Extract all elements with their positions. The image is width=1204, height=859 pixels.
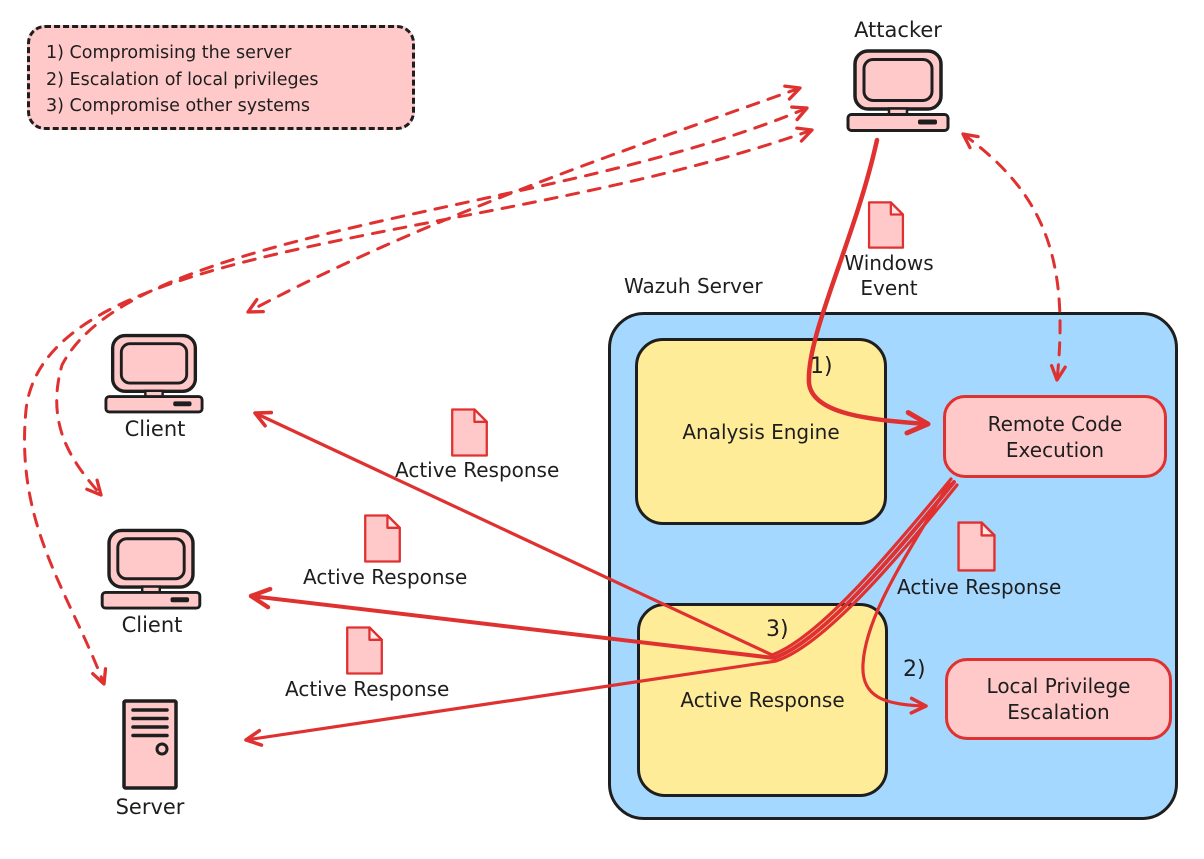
document-icon — [955, 520, 998, 577]
legend-line-3: 3) Compromise other systems — [46, 96, 311, 116]
windows-event-label: Windows Event — [844, 251, 934, 300]
document-icon — [863, 200, 909, 254]
server-tower-icon — [121, 698, 179, 791]
document-icon — [448, 407, 491, 462]
active-response-doc-label: Active Response — [395, 458, 560, 482]
analysis-engine-label: Analysis Engine — [682, 419, 840, 444]
document-icon — [343, 625, 386, 680]
server-label: Server — [115, 795, 185, 819]
client1-label: Client — [124, 417, 186, 441]
legend-line-1: 1) Compromising the server — [46, 43, 292, 63]
computer-icon — [100, 528, 202, 610]
step-1-marker: 1) — [810, 354, 833, 379]
attacker-label: Attacker — [854, 18, 942, 42]
step-2-marker: 2) — [903, 657, 926, 682]
step-3-marker: 3) — [766, 617, 789, 642]
legend-box: 1) Compromising the server 2) Escalation… — [27, 25, 415, 130]
active-response-doc-label: Active Response — [897, 575, 1062, 599]
local-privilege-escalation-box: Local Privilege Escalation — [945, 658, 1172, 740]
client2-label: Client — [121, 613, 183, 637]
local-privilege-escalation-label: Local Privilege Escalation — [986, 674, 1131, 724]
document-icon — [361, 513, 404, 568]
remote-code-execution-label: Remote Code Execution — [987, 411, 1123, 462]
active-response-box-label: Active Response — [680, 688, 845, 712]
wazuh-server-title: Wazuh Server — [624, 274, 763, 298]
legend-line-2: 2) Escalation of local privileges — [46, 69, 319, 90]
remote-code-execution-box: Remote Code Execution — [943, 395, 1167, 478]
computer-icon — [846, 46, 950, 135]
active-response-doc-label: Active Response — [303, 565, 468, 589]
analysis-engine-box: Analysis Engine — [635, 338, 887, 525]
computer-icon — [104, 333, 204, 414]
active-response-doc-label: Active Response — [285, 677, 450, 701]
active-response-box: Active Response — [637, 603, 888, 797]
